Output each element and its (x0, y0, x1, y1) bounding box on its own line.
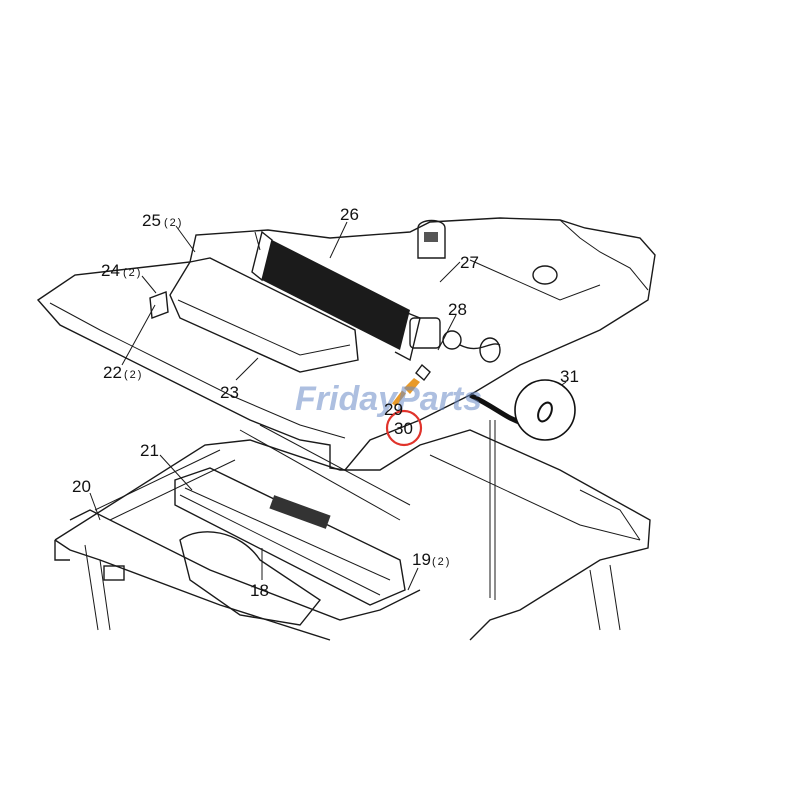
callout-20: 20 (72, 477, 91, 496)
callout-26: 26 (340, 205, 359, 224)
leader-lines (89, 221, 567, 591)
valve-assembly (409, 317, 501, 382)
callout-labels: 18 19 (2) 20 21 22 (2) 23 24 (2) 25 (2) … (72, 205, 579, 600)
callout-25-qty: (2) (164, 217, 183, 229)
callout-19-qty: (2) (432, 556, 451, 568)
top-cover-plate (36, 217, 656, 471)
coolant-tank (417, 219, 446, 259)
callout-19: 19 (412, 550, 431, 569)
callout-27: 27 (460, 253, 479, 272)
callout-31: 31 (560, 367, 579, 386)
heater-tray (174, 467, 406, 626)
callout-22-qty: (2) (124, 369, 143, 381)
callout-28: 28 (448, 300, 467, 319)
callout-18: 18 (250, 581, 269, 600)
callout-22: 22 (103, 363, 122, 382)
callout-23: 23 (220, 383, 239, 402)
callout-21: 21 (140, 441, 159, 460)
callout-24: 24 (101, 261, 120, 280)
callout-30: 30 (394, 419, 413, 438)
heater-core (251, 230, 421, 362)
highlight-circle (385, 409, 423, 447)
watermark-logo: FridayParts (295, 380, 482, 418)
callout-29: 29 (384, 400, 403, 419)
hose-clamp-part (392, 378, 420, 407)
o-ring-31 (514, 379, 576, 441)
lower-frame (54, 420, 651, 641)
callout-25: 25 (142, 211, 161, 230)
callout-24-qty: (2) (123, 267, 142, 279)
